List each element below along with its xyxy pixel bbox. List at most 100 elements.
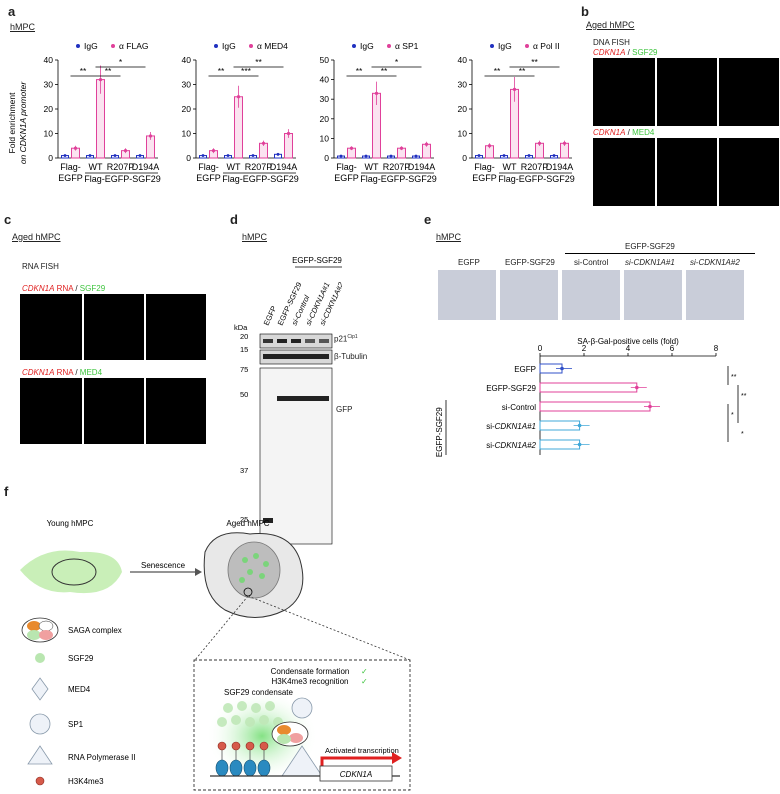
e-group-line [565,253,755,254]
legend-pol2: RNA Polymerase II [68,753,136,762]
legend-med4: MED4 [68,685,91,694]
dna-fish-green-2 [657,138,717,206]
legend-dot-antibody [387,44,391,48]
legend-saga: SAGA complex [68,626,122,635]
data-point [123,149,128,153]
data-point [236,95,241,99]
young-nucleus [51,558,97,586]
x-category-label: R207P [107,162,135,172]
bar-1 [539,382,638,393]
sig-label: * [119,57,123,67]
data-point [364,154,368,158]
data-point [477,154,481,157]
panel-a-title: hMPC [10,22,36,32]
legend-h3k4me3: H3K4me3 [68,777,104,786]
senescence-label: Senescence [141,561,186,570]
panel-b-title: Aged hMPC [586,20,635,30]
data-point [113,154,117,157]
x-category-label: D194A [408,162,436,172]
panel-c-title: Aged hMPC [12,232,61,242]
panel-c-subtitle: RNA FISH [22,262,59,271]
panel-a-label: a [8,4,16,19]
sig-label: ** [731,374,737,381]
bar-2 [539,401,651,412]
legend-text-antibody: α FLAG [119,41,148,51]
marker-75: 75 [240,365,248,374]
panel-e-title: hMPC [436,232,462,242]
y-tick-label: 30 [458,80,468,90]
condensate-glow [206,690,318,782]
legend-dot-antibody [525,44,529,48]
panel-d-label: d [230,212,238,227]
data-point [577,442,582,447]
legend-dot-igg [490,44,494,48]
legend-pol2-icon [27,745,53,765]
sig-label: ** [356,66,363,76]
y-tick-label: 40 [320,75,330,85]
e-col-si-cdkn1a-1: si-CDKN1A#1 [625,258,675,267]
legend-dot-igg [214,44,218,48]
panel-d-title: hMPC [242,232,268,242]
legend-text-igg: IgG [222,41,236,51]
x-tick-label: 6 [670,344,675,353]
x-label-flag: Flag- [336,162,357,172]
y-category-label: si-CDKN1A#1 [486,422,536,431]
dna-fish-red-1 [593,58,655,126]
data-point [226,154,230,157]
panel-b-label: b [581,4,589,19]
data-point [562,141,567,145]
legend-text-antibody: α SP1 [395,41,419,51]
sig-label: ** [381,66,388,76]
sig-label: ** [255,57,262,67]
data-point [63,154,67,157]
x-tick-label: 4 [626,344,631,353]
y-category-label: EGFP [514,365,536,374]
marker-37: 37 [240,466,248,475]
western-blot: EGFP-SGF29 EGFP EGFP-SGF29 si-Control si… [234,256,342,545]
data-point [560,366,564,371]
sig-label: * [395,57,399,67]
sagal-image-egfp [438,270,496,320]
legend-text-igg: IgG [360,41,374,51]
data-point [502,154,506,157]
sig-label: * [741,431,744,438]
y-tick-label: 30 [182,80,192,90]
sig-label: ** [531,57,538,67]
x-label-egfp: EGFP [196,173,221,183]
group-label: Flag-EGFP-SGF29 [222,174,299,184]
panel-c-row2-label: CDKN1A RNA / MED4 [22,368,103,377]
panel-c-row1-label: CDKN1A RNA / SGF29 [22,284,106,293]
x-category-label: WT [503,162,517,172]
data-point [73,146,78,150]
data-point [399,146,404,150]
y-tick-label: 20 [320,114,330,124]
y-tick-label: 30 [320,94,330,104]
x-label-flag: Flag- [474,162,495,172]
legend-sp1-icon [29,713,51,735]
y-tick-label: 50 [320,55,330,65]
data-point [261,141,266,145]
rna-fish-merge-2 [146,378,206,444]
y-category-label: si-CDKN1A#2 [486,441,536,450]
data-point [211,149,216,153]
data-point [424,142,429,146]
model-schematic: Young hMPC Senescence Aged hMPC SAGA com… [20,519,411,791]
ylabel-line1: Fold enrichment [7,92,17,154]
marker-20: 20 [240,332,248,341]
panel-a-ylabel: Fold enrichment on CDKN1A promoter [4,68,34,168]
sig-label: ** [218,66,225,76]
y-tick-label: 20 [458,104,468,114]
rna-fish-green-1 [84,294,144,360]
group-label: Flag-EGFP-SGF29 [84,174,161,184]
e-group-label: EGFP-SGF29 [625,242,675,251]
sig-label: ** [80,66,87,76]
x-tick-label: 8 [714,344,719,353]
legend-text-antibody: α Pol II [533,41,560,51]
x-category-label: D194A [270,162,298,172]
check-2: ✓ [361,677,368,686]
e-col-egfp: EGFP [458,258,480,267]
e-col-si-control: si-Control [574,258,609,267]
